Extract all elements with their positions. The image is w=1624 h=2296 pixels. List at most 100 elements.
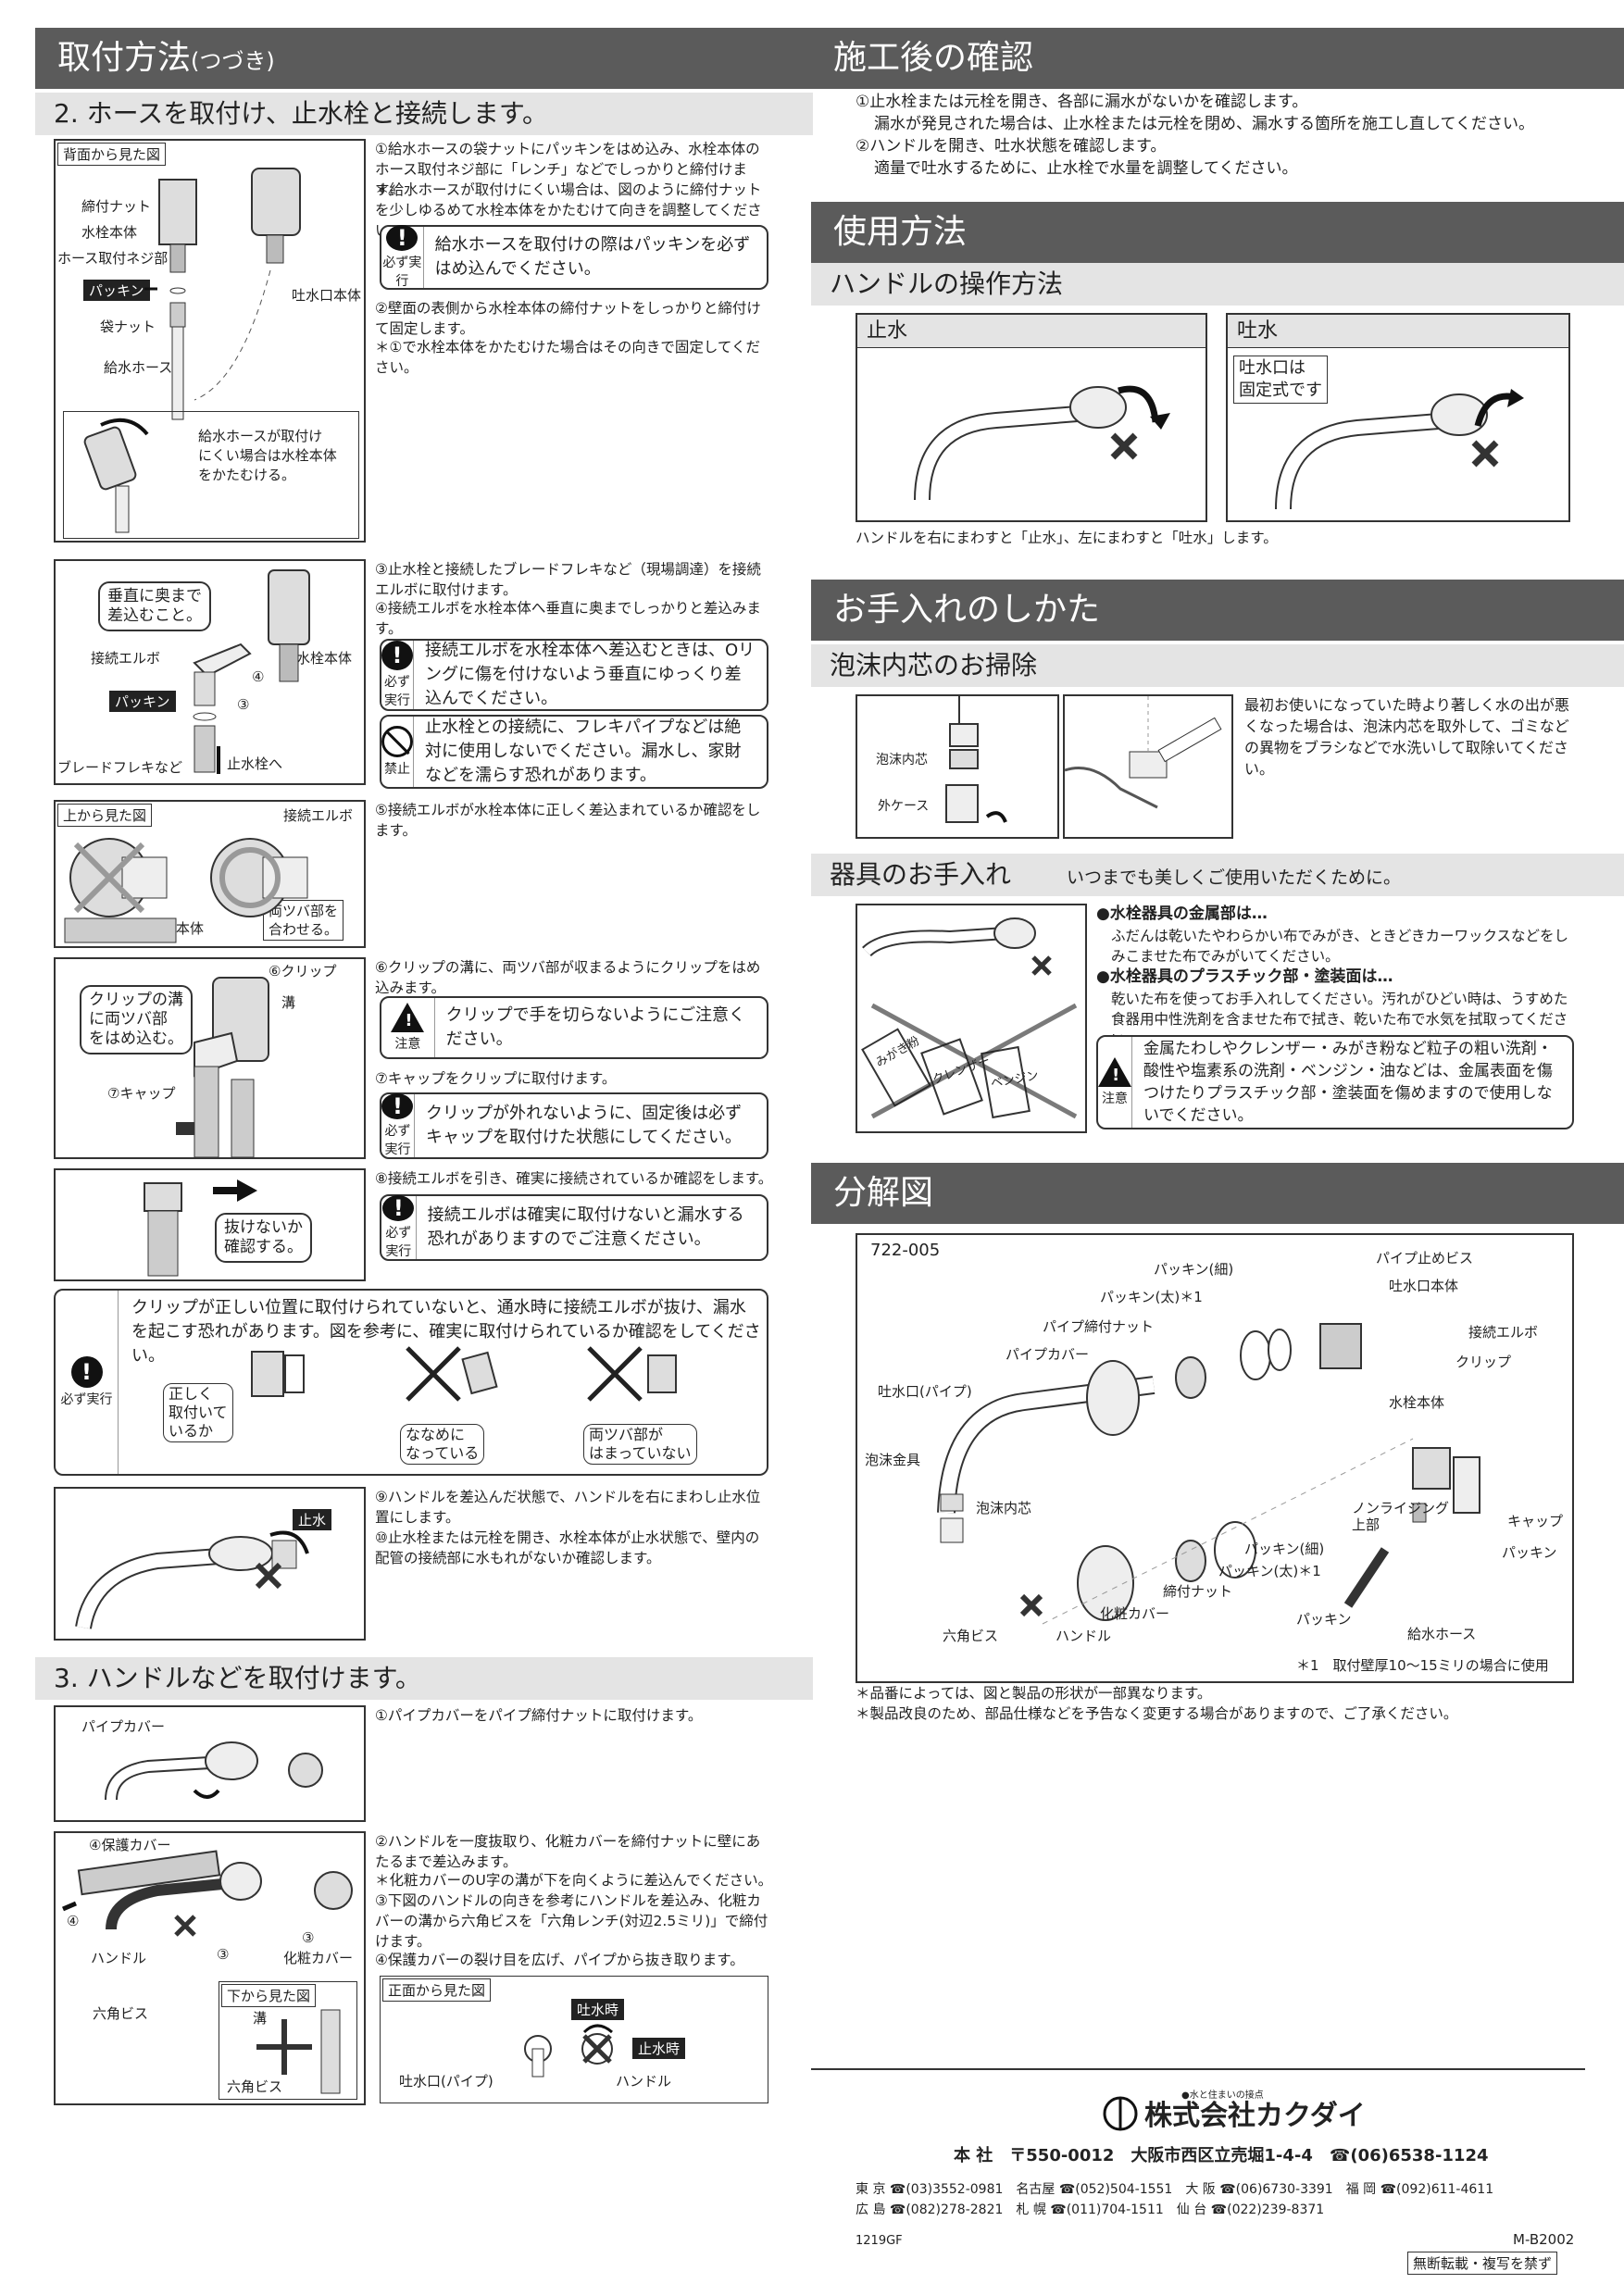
- groove-label: 溝: [281, 994, 296, 1011]
- open-faucet-illustration: [1275, 389, 1524, 510]
- must-icon: !必ず実行: [381, 641, 414, 709]
- top-view-illustration: [64, 838, 308, 943]
- braid-label: ブレードフレキなど: [57, 759, 183, 776]
- outlet-body-label: 吐水口本体: [1389, 1278, 1459, 1294]
- s2-step9: ⑨ハンドルを差込んだ状態で、ハンドルを右にまわし止水位置にします。: [375, 1489, 761, 1526]
- body-label: 水栓本体: [81, 224, 138, 241]
- hose-label: 給水ホース: [104, 359, 173, 376]
- usage-caption: ハンドルを右にまわすと「止水」、左にまわすと「吐水」します。: [856, 530, 1278, 546]
- elbow-label: 接続エルボ: [283, 807, 354, 824]
- must-text: 接続エルボを水栓本体へ差込むときは、Oリングに傷を付けないよう垂直にゆっくり差込…: [425, 641, 756, 708]
- packing-thick-label: パッキン(太)＊1: [1100, 1289, 1203, 1305]
- stop-title: 止水: [857, 315, 1206, 348]
- company-tagline: ●水と住まいの接点: [1181, 2090, 1264, 2101]
- screw-label: ホース取付ネジ部: [57, 250, 169, 267]
- outlet-pipe-label: 吐水口(パイプ): [878, 1383, 972, 1400]
- must-icon: !必ず実行: [381, 225, 424, 289]
- cap-label: ⑦キャップ: [107, 1085, 176, 1102]
- wide-must-box: !必ず実行 クリップが正しい位置に取付けられていないと、通水時に接続エルボが抜け…: [54, 1289, 768, 1476]
- step3-num: ③: [237, 696, 250, 713]
- front-view-box: 正面から見た図 吐水時 止水時 吐水口(パイプ) ハンドル: [380, 1976, 768, 2103]
- company-name: 株式会社カクダイ: [1144, 2100, 1366, 2132]
- company-logo: ●水と住まいの接点 株式会社カクダイ: [1102, 2087, 1366, 2132]
- care-caution: !注意 金属たわしやクレンザー・みがき粉など粒子の粗い洗剤・酸性や塩素系の洗剤・…: [1096, 1035, 1574, 1129]
- handle-illustration: [62, 1850, 353, 1937]
- figure-handle-stop: 止水: [54, 1487, 366, 1641]
- n3a-label: ③: [217, 1946, 230, 1963]
- section2-title: 2. ホースを取付け、止水栓と接続します。: [35, 93, 813, 135]
- hexscrew-label: 六角ビス: [943, 1628, 999, 1644]
- inset-box: 給水ホースが取付け にくい場合は水栓本体 をかたむける。: [63, 411, 359, 539]
- must-icon: !必ず実行: [56, 1291, 119, 1474]
- protect-label: ④保護カバー: [89, 1837, 171, 1853]
- packing-label: パッキン: [1502, 1544, 1557, 1561]
- print-code: 1219GF: [856, 2234, 903, 2248]
- plastic-heading: ●水栓器具のプラスチック部・塗装面は…: [1096, 967, 1393, 986]
- figure-back-view: 背面から見た図 締付ナット 水栓本体 ホース取付ネジ部 パッキン 袋ナット 給水…: [54, 139, 366, 543]
- aerator-label: 泡沫金具: [865, 1452, 921, 1468]
- ban-text: 止水栓との接続に、フレキパイプなどは絶対に使用しないでください。漏水し、家財など…: [425, 718, 742, 785]
- figure-pull-check: 抜けないか 確認する。: [54, 1168, 366, 1281]
- hose-label: 給水ホース: [1407, 1626, 1477, 1642]
- step4-num: ④: [252, 668, 265, 685]
- pipe-screw-label: パイプ止めビス: [1376, 1250, 1474, 1267]
- care-sub2-note: いつまでも美しくご使用いただくために。: [1067, 867, 1402, 888]
- nonrising-label: ノンライジング 上部: [1352, 1500, 1450, 1533]
- must-text: 接続エルボは確実に取付けないと漏水する恐れがありますのでご注意ください。: [427, 1205, 744, 1249]
- s3-step1: ①パイプカバーをパイプ締付ナットに取付けます。: [375, 1707, 703, 1724]
- note-1: ＊品番によっては、図と製品の形状が一部異なります。: [856, 1685, 1212, 1702]
- elbow-label: 接続エルボ: [1468, 1324, 1539, 1341]
- clip-label: クリップ: [1455, 1354, 1512, 1370]
- s2-step2: ②壁面の表側から水栓本体の締付ナットをしっかりと締付けて固定します。: [375, 300, 761, 337]
- usage-sub: ハンドルの操作方法: [811, 263, 1624, 306]
- cap-label: キャップ: [1507, 1513, 1564, 1529]
- footnote-label: ＊1 取付壁厚10〜15ミリの場合に使用: [1296, 1657, 1549, 1674]
- must-note-3: !必ず実行 クリップが外れないように、固定後は必ずキャップを取付けた状態にしてく…: [380, 1092, 768, 1159]
- ng1-bubble: ななめに なっている: [400, 1424, 485, 1465]
- must-note-1: !必ず実行 給水ホースを取付けの際はパッキンを必ずはめ込んでください。: [380, 225, 768, 290]
- section3-title: 3. ハンドルなどを取付けます。: [35, 1657, 813, 1700]
- view-label: 上から見た図: [57, 804, 153, 827]
- s2-step8: ⑧接続エルボを引き、確実に接続されているか確認をします。: [375, 1170, 773, 1187]
- clip-illustration: [176, 977, 269, 1158]
- packing-thick2-label: パッキン(太)＊1: [1218, 1563, 1321, 1579]
- doc-number: M-B2002: [1513, 2231, 1575, 2248]
- brush-figure: [1063, 694, 1233, 839]
- front-view-illustration: [524, 2024, 613, 2078]
- valve-body-label: 水栓本体: [1389, 1394, 1445, 1411]
- handle-label: ハンドル: [616, 2073, 672, 2090]
- usage-stop-panel: 止水: [856, 313, 1207, 522]
- fixed-outlet-note: 吐水口は 固定式です: [1233, 356, 1328, 404]
- figure-clip: ⑥クリップ 溝 クリップの溝 に両ツバ部 をはめ込む。 ⑦キャップ: [54, 957, 366, 1159]
- hexscrew-label: 六角ビス: [93, 2005, 149, 2022]
- care-illustration: [861, 917, 1078, 1119]
- caution-text: 金属たわしやクレンザー・みがき粉など粒子の粗い洗剤・酸性や塩素系の洗剤・ベンジン…: [1143, 1040, 1553, 1125]
- faucet-illustration: [75, 1530, 309, 1629]
- core-label: 泡沫内芯: [876, 753, 928, 767]
- cover-label: パイプカバー: [81, 1718, 166, 1735]
- care-sub2-title: 器具のお手入れ: [830, 859, 1012, 890]
- ok-bubble: 正しく 取付いて いるか: [163, 1383, 233, 1442]
- exploded-figure: 722-005 パッキン(細) パイプ止めビス パッキン(太)＊1 吐水口本体 …: [856, 1233, 1574, 1683]
- open-label: 吐水時: [571, 1999, 625, 2020]
- groove-label: 溝: [253, 2010, 268, 2027]
- caution-text: クリップで手を切らないようにご注意ください。: [445, 1005, 745, 1049]
- bottom-view-label: 下から見た図: [221, 1984, 317, 2007]
- vertical-bubble: 垂直に奥まで 差込むこと。: [98, 581, 211, 631]
- handle-label: ハンドル: [1056, 1628, 1112, 1644]
- to-valve-label: 止水栓へ: [227, 755, 283, 772]
- figure-elbow: 垂直に奥まで 差込むこと。 接続エルボ 水栓本体 パッキン ブレードフレキなど …: [54, 559, 366, 785]
- ng2-bubble: 両ツバ部が はまっていない: [583, 1424, 697, 1465]
- clip-bubble: クリップの溝 に両ツバ部 をはめ込む。: [80, 985, 193, 1054]
- packing3-label: パッキン: [1296, 1611, 1352, 1628]
- s3-step2: ②ハンドルを一度抜取り、化粧カバーを締付ナットに壁にあたるまで差込みます。: [375, 1833, 761, 1870]
- care-figure: みがき粉 クレンザー ベンジン: [856, 904, 1087, 1133]
- must-text: クリップが外れないように、固定後は必ずキャップを取付けた状態にしてください。: [425, 1104, 743, 1147]
- aerator-illustration: [945, 696, 1007, 823]
- case-label: 外ケース: [878, 799, 930, 814]
- packing-thin2-label: パッキン(細): [1244, 1541, 1325, 1557]
- packing-label: パッキン: [109, 691, 176, 712]
- must-icon: !必ず実行: [381, 1093, 415, 1157]
- figure-pipe-cover: パイプカバー: [54, 1705, 366, 1822]
- company-branches-2: 広 島 ☎(082)278-2821 札 幌 ☎(011)704-1511 仙 …: [856, 2202, 1325, 2217]
